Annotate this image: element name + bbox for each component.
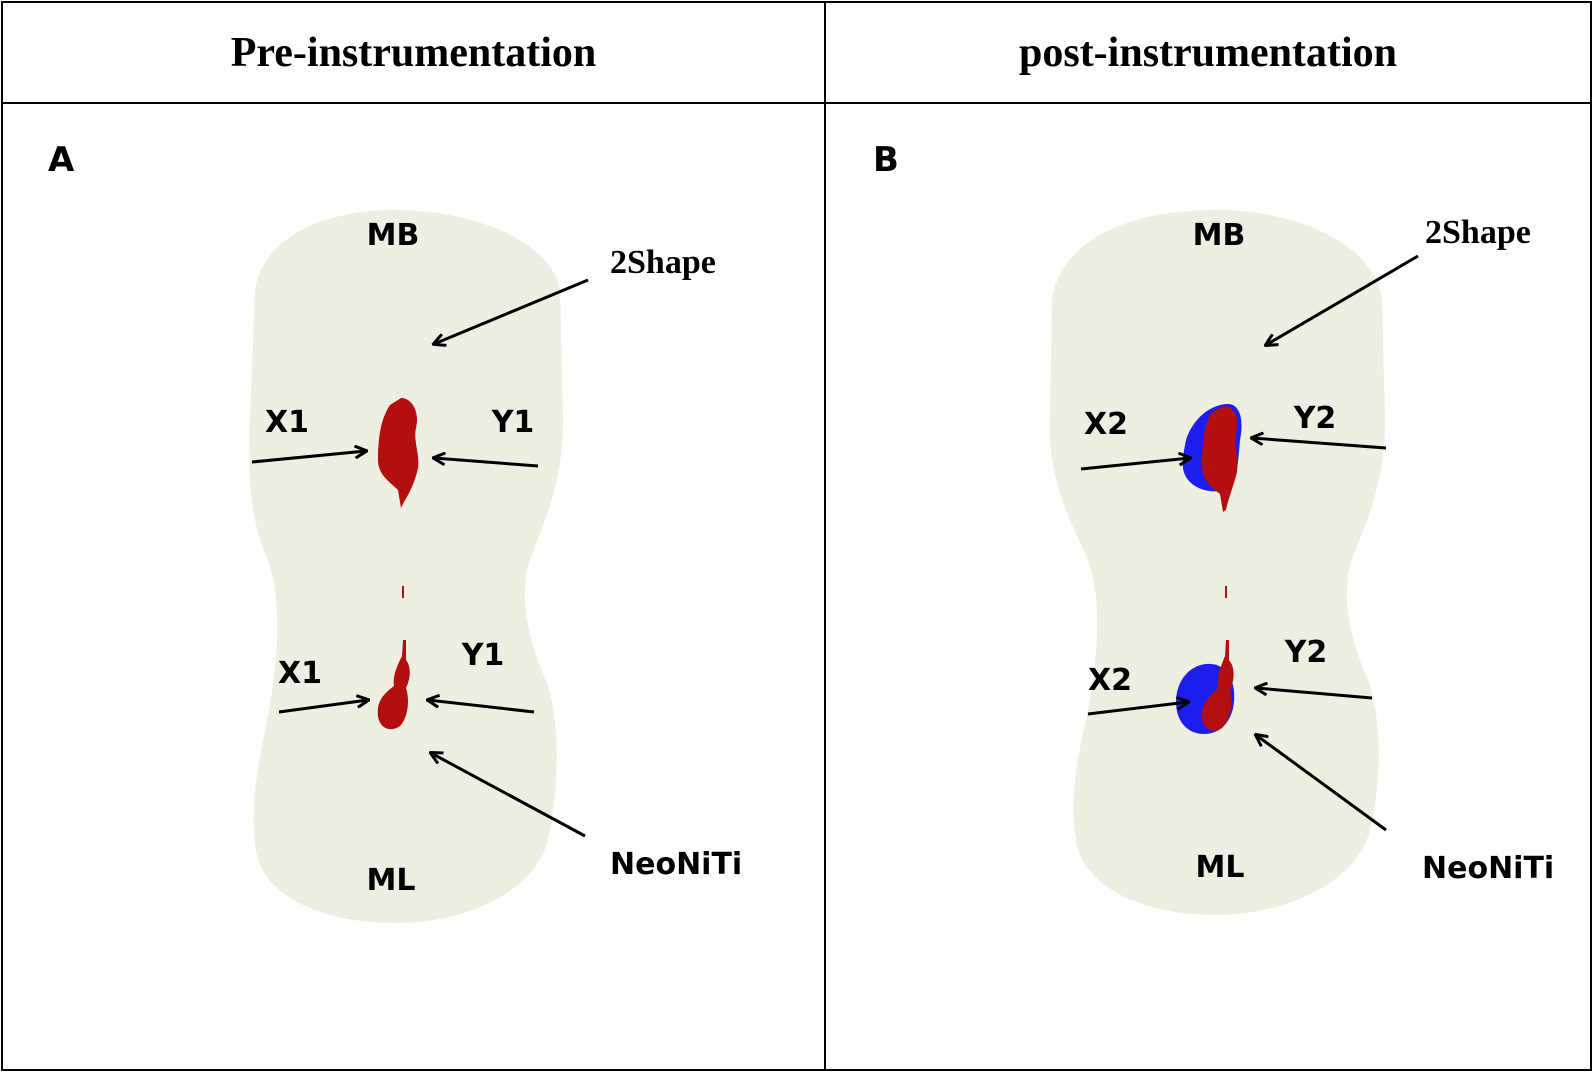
panel-b-root-section	[1049, 210, 1385, 915]
panel-a-neoniti-arrow	[431, 753, 586, 838]
panel-b-lower-canal	[1202, 640, 1234, 731]
panel-b-letter: B	[873, 140, 899, 180]
panel-a-y1-upper-label: Y1	[491, 405, 535, 440]
panel-a-x1-lower-arrow	[278, 700, 368, 714]
panel-a-ml-label: ML	[367, 863, 416, 898]
panel-a-2shape-label: 2Shape	[610, 244, 716, 281]
panel-b-2shape-label: 2Shape	[1425, 214, 1531, 251]
panel-a-lower-canal	[377, 640, 410, 730]
panel-a-letter: A	[48, 140, 75, 180]
panel-a-y1-lower-arrow	[428, 700, 535, 714]
panel-a-x1-upper-label: X1	[265, 405, 309, 440]
panel-b-neoniti-arrow	[1256, 735, 1387, 832]
panel-a-diagram: MB ML X1 Y1 X1 Y1 2Shape NeoNiTi	[249, 210, 742, 923]
panel-a-y1-upper-arrow	[434, 458, 539, 468]
panel-b-mb-label: MB	[1193, 218, 1246, 253]
header-post-instrumentation: post-instrumentation	[1018, 29, 1398, 76]
panel-a-y1-lower-label: Y1	[461, 638, 505, 673]
panel-b-diagram: MB ML X2 Y2 X2 Y2 2Shape NeoNiTi	[1049, 210, 1554, 915]
panel-b-neoniti-label: NeoNiTi	[1422, 851, 1554, 886]
panel-a-root-section	[249, 210, 563, 923]
panel-b-isthmus	[1225, 586, 1227, 598]
panel-b-y2-lower-arrow	[1256, 688, 1373, 700]
panel-b-upper-canal	[1202, 406, 1238, 512]
panel-b-x2-lower-arrow	[1087, 702, 1188, 716]
panel-a-isthmus	[402, 586, 404, 598]
panel-b-y2-upper-arrow	[1252, 438, 1387, 450]
panel-a-2shape-arrow	[434, 278, 589, 344]
panel-a-x1-lower-label: X1	[278, 656, 322, 691]
panel-a-mb-label: MB	[367, 218, 420, 253]
panel-a-x1-upper-arrow	[251, 451, 366, 464]
panel-b-y2-upper-label: Y2	[1293, 401, 1337, 436]
panel-b-x2-upper-label: X2	[1084, 407, 1128, 442]
panel-a-upper-canal	[378, 398, 419, 508]
header-pre-instrumentation: Pre-instrumentation	[230, 29, 597, 76]
panel-b-y2-lower-label: Y2	[1284, 635, 1328, 670]
panel-b-2shape-arrow	[1266, 254, 1419, 345]
panel-b-ml-label: ML	[1196, 850, 1245, 885]
panel-b-x2-lower-label: X2	[1088, 663, 1132, 698]
panel-a-neoniti-label: NeoNiTi	[610, 847, 742, 882]
panel-b-x2-upper-arrow	[1080, 458, 1190, 471]
